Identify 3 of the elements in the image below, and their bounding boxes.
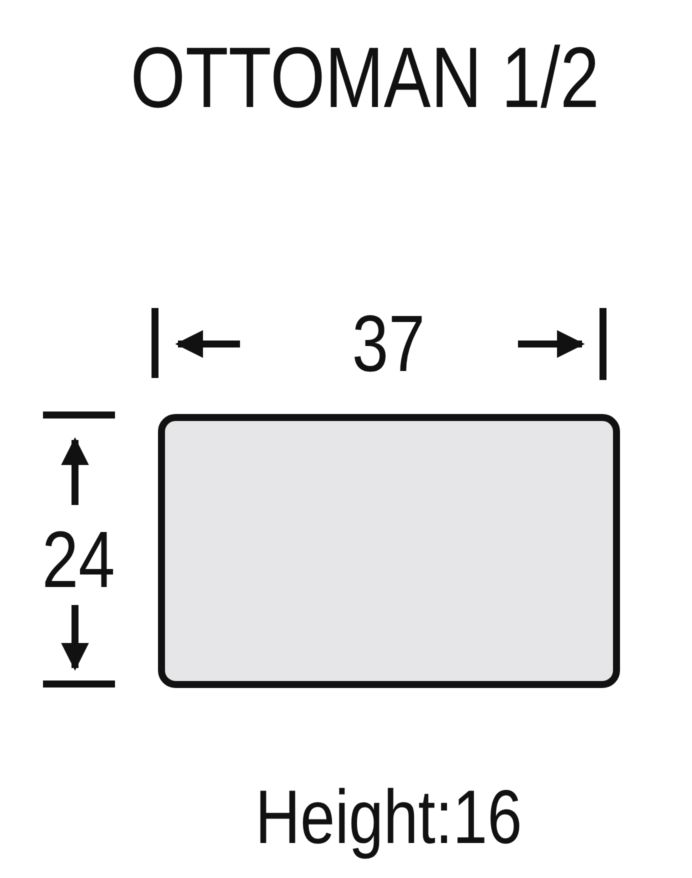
- dimension-label: 24: [42, 520, 114, 600]
- title: OTTOMAN 1/2: [130, 35, 600, 121]
- dimension-label: 37: [352, 304, 424, 384]
